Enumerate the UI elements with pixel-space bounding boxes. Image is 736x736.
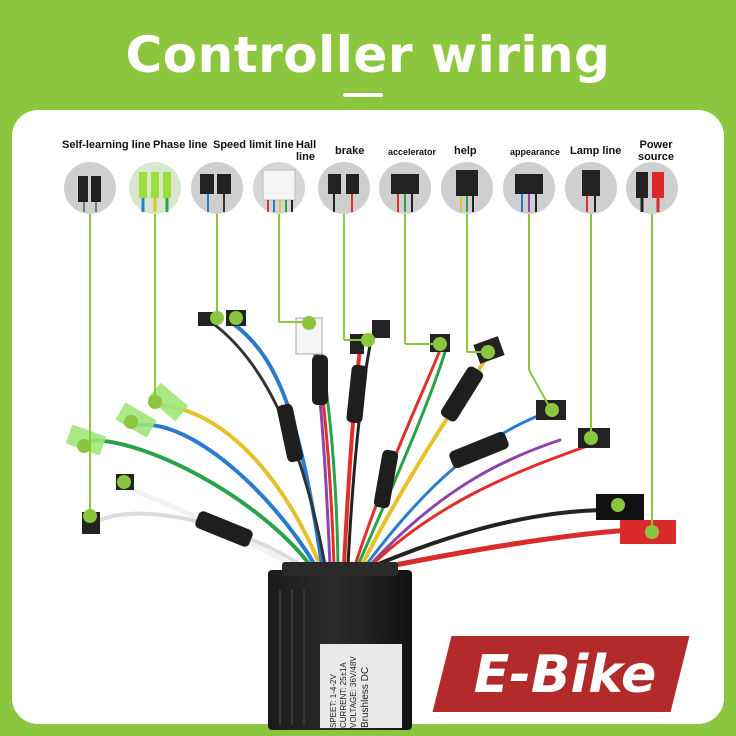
thumb-help	[441, 162, 493, 214]
label-phase-line: Phase line	[153, 139, 208, 151]
label-speed-limit-line: Speed limit line	[213, 139, 294, 151]
label-brake: brake	[335, 145, 365, 157]
label-self-learning-line: Self-learning line	[62, 139, 151, 151]
label-power-source: Power source	[637, 139, 675, 163]
label-help: help	[454, 145, 477, 157]
wires	[88, 323, 633, 573]
title-underline	[343, 93, 383, 97]
thumb-lamp-line	[565, 162, 617, 214]
svg-text:VOLTAGE: 36V/48V: VOLTAGE: 36V/48V	[349, 656, 358, 728]
controller-box: Brushless DC VOLTAGE: 36V/48V CURRENT: 2…	[268, 562, 412, 730]
svg-text:CURRENT: 25±1A: CURRENT: 25±1A	[339, 662, 348, 728]
page-title: Controller wiring	[125, 26, 611, 84]
thumb-brake	[318, 162, 370, 214]
logo-text: E-Bike	[473, 645, 657, 705]
thumb-appearance	[503, 162, 555, 214]
label-appearance: appearance	[510, 147, 561, 157]
controller-label: Brushless DC VOLTAGE: 36V/48V CURRENT: 2…	[329, 656, 371, 728]
heat-shrink-sleeves	[195, 355, 509, 547]
label-hall-line: Hall line	[296, 139, 317, 163]
thumb-accelerator	[379, 162, 431, 214]
label-accelerator: accelerator	[388, 147, 437, 157]
svg-text:SPEET: 1-4-2V: SPEET: 1-4-2V	[329, 674, 338, 728]
callout-lines	[77, 214, 659, 539]
thumb-hall-line	[253, 162, 305, 214]
svg-text:Brushless DC: Brushless DC	[360, 667, 371, 728]
thumb-power-source	[626, 162, 678, 214]
thumb-phase-line	[129, 162, 181, 214]
thumb-self-learning	[64, 162, 116, 214]
thumb-speed-limit	[191, 162, 243, 214]
label-lamp-line: Lamp line	[570, 145, 622, 157]
